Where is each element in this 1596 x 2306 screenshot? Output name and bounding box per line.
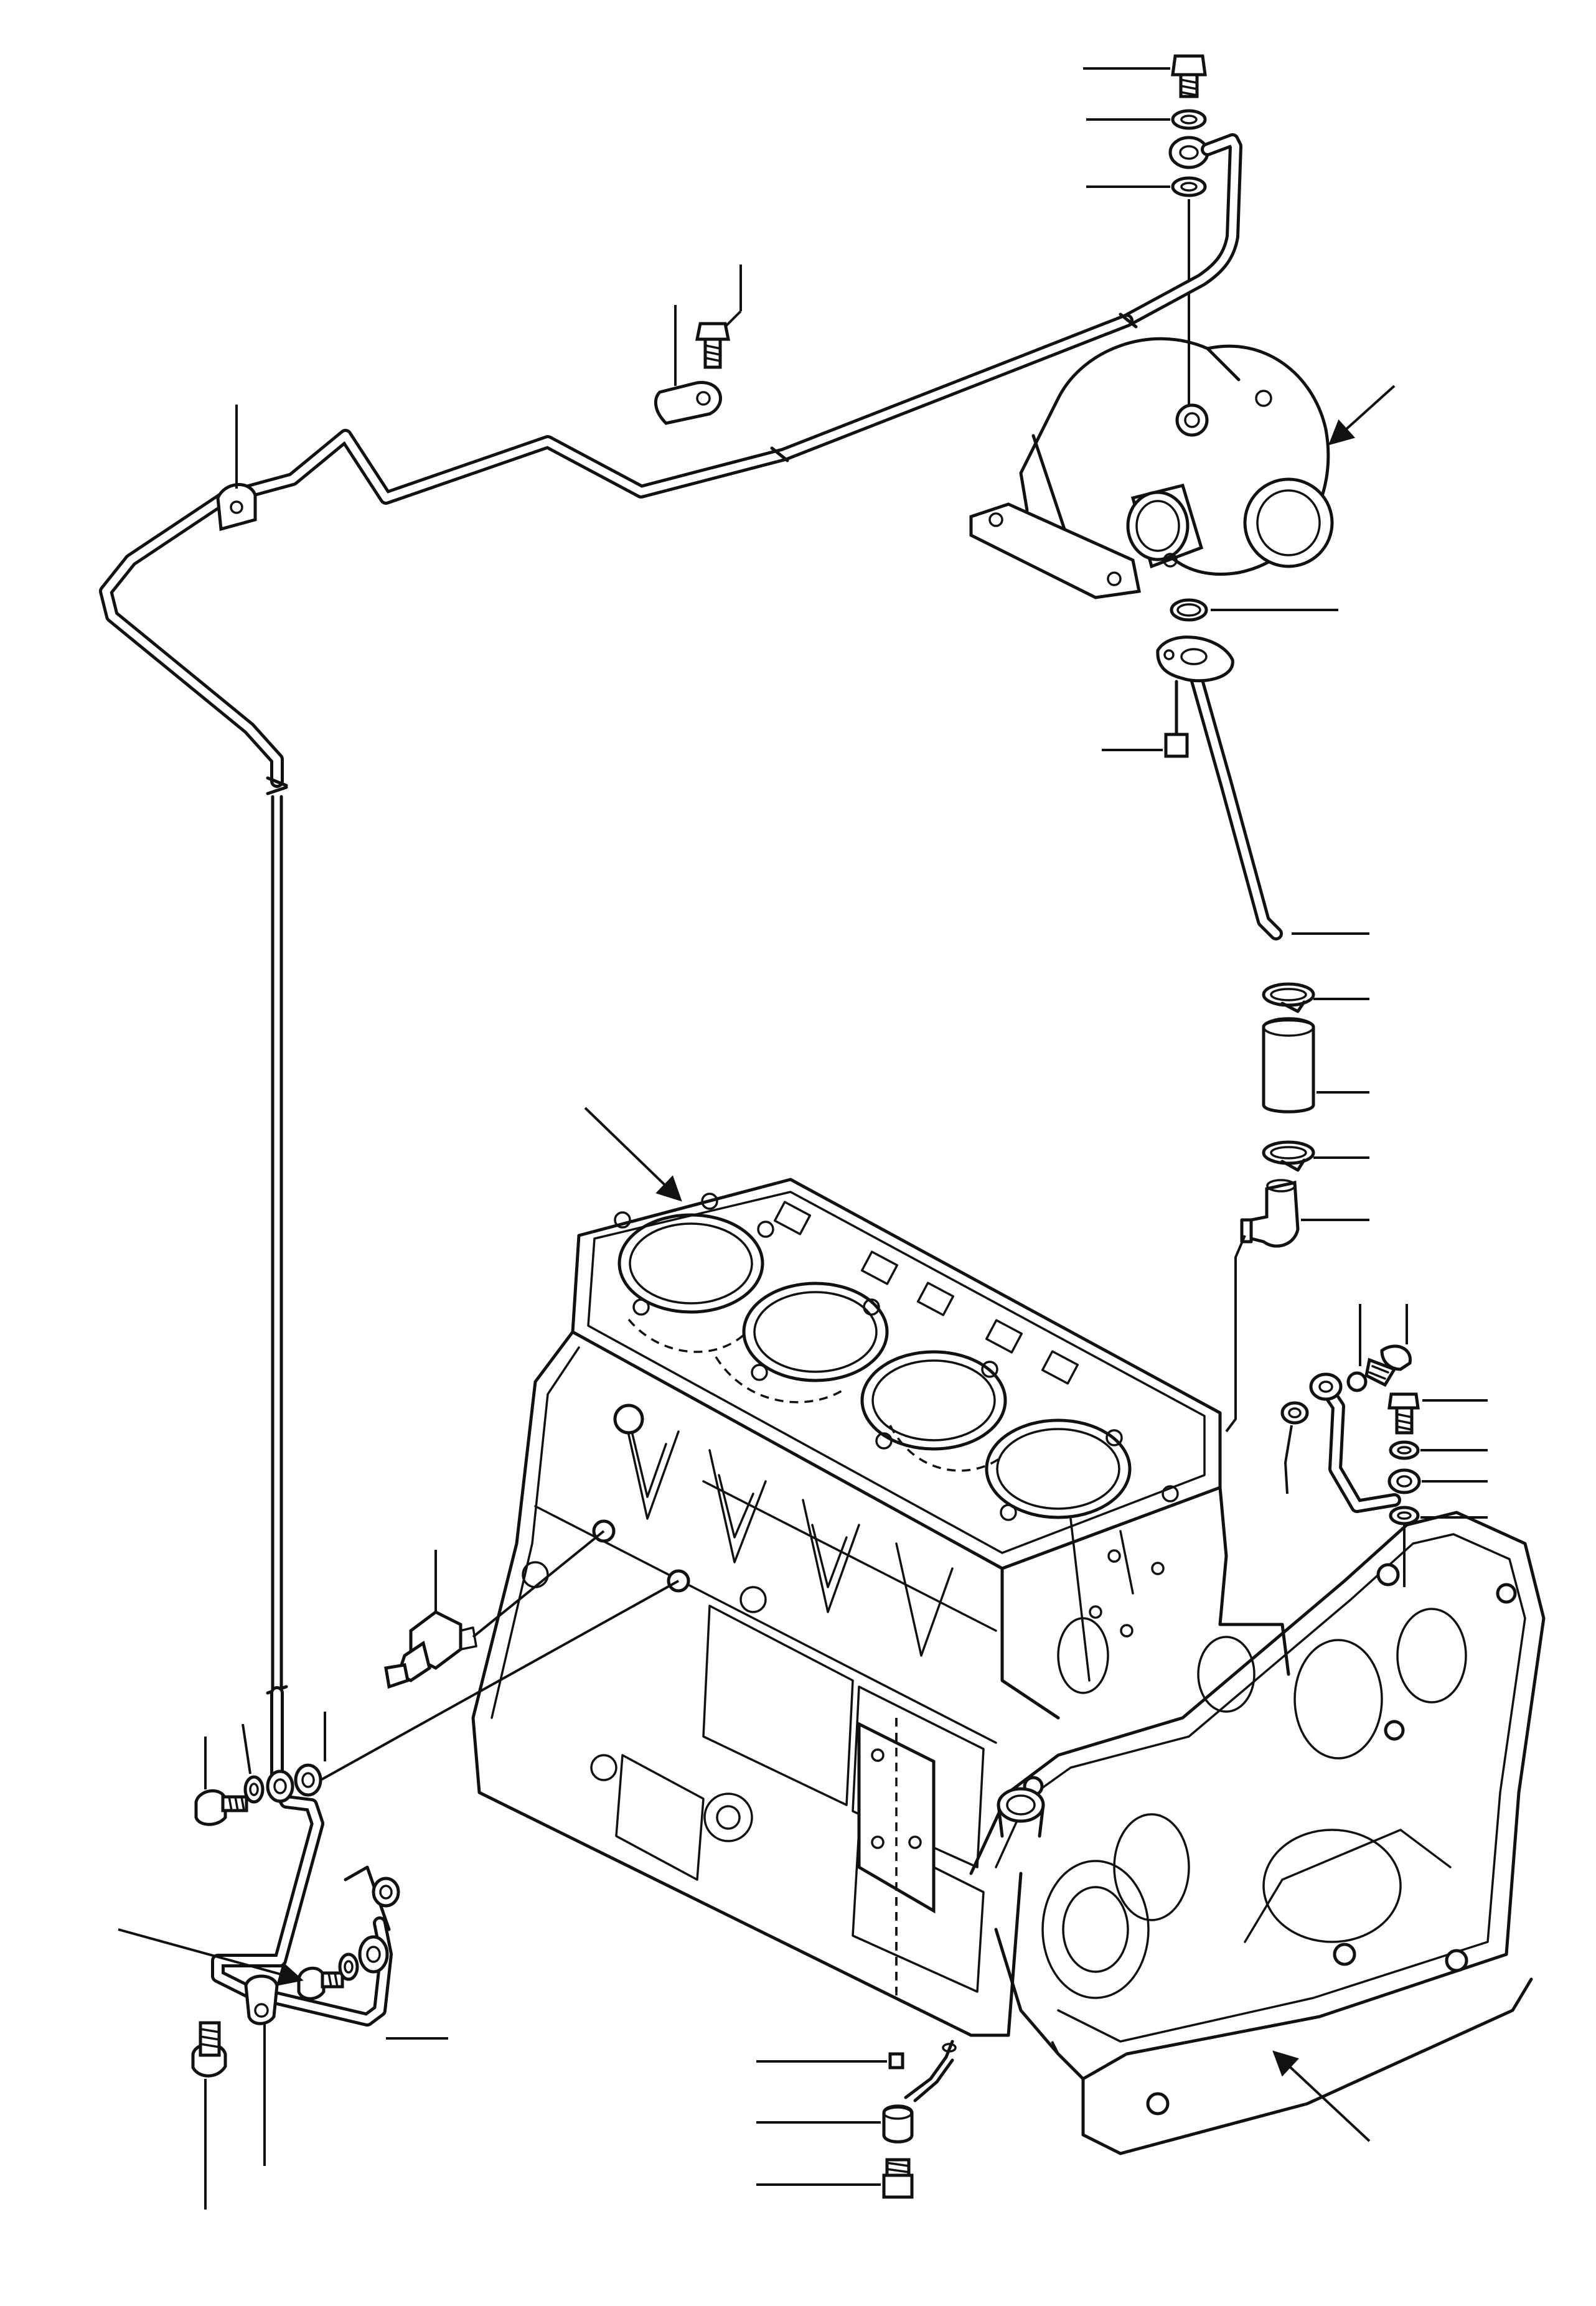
- lower-washer-4: [372, 1877, 400, 1908]
- pipe-clip-lower: [244, 1974, 279, 2166]
- hose-clamp-lower: [1262, 1140, 1369, 1172]
- lower-bolt-2: [297, 1966, 344, 2000]
- outlet-gasket-ring: [1170, 598, 1208, 622]
- gear-case-callout-arrow: [1272, 2050, 1371, 2142]
- block-callout-arrow: [584, 1107, 682, 1202]
- clip-bolt-upper: [695, 265, 742, 369]
- sealing-washer-top-1: [1086, 109, 1207, 130]
- lower-washer-3: [338, 1952, 359, 1981]
- gear-case: [969, 1511, 1546, 2155]
- cylinder-bore-1: [617, 1213, 764, 1314]
- deck-holes: [614, 1193, 1179, 1521]
- drain-bolt: [756, 2158, 914, 2199]
- lower-washer-2: [294, 1580, 679, 1797]
- turbocharger-callout-arrow: [1328, 385, 1396, 446]
- oil-feed-pipe: [99, 133, 1242, 788]
- hose-clamp-upper: [1262, 982, 1369, 1013]
- lower-oil-line: [211, 1686, 393, 2027]
- pipe-clip-upper: [654, 305, 722, 425]
- turbocharger: [969, 337, 1334, 599]
- cylinder-bore-2: [742, 1282, 889, 1382]
- oil-pressure-switch: [384, 1550, 477, 1689]
- drain-bracket: [857, 1718, 936, 1992]
- cylinder-bore-4: [985, 1418, 1132, 1519]
- rubber-hose: [1262, 1017, 1369, 1113]
- side-oil-line: [1309, 1372, 1401, 1513]
- side-banjo: [1387, 1468, 1488, 1494]
- gear-case-bolt-leader: [1051, 2041, 1059, 2055]
- drain-spring-pin: [756, 2052, 904, 2069]
- side-bolt-upper: [1346, 1304, 1412, 1392]
- cylinder-bore-3: [860, 1350, 1007, 1451]
- side-washer: [1280, 1401, 1309, 1494]
- elbow-connector: [1240, 1179, 1369, 1248]
- switch-to-block-leader: [472, 1530, 605, 1638]
- lower-washer-1: [242, 1723, 265, 1804]
- clip-bolt-lower: [191, 2021, 227, 2210]
- lower-banjo-bolt: [194, 1737, 248, 1826]
- flange-bolt: [1102, 680, 1189, 758]
- side-bolt-lower: [1387, 1392, 1488, 1435]
- lower-bolt-callout-arrow: [118, 1928, 304, 1986]
- drain-plug-body: [756, 2040, 957, 2144]
- sealing-washer-top-2: [1086, 176, 1207, 197]
- side-washer-3: [1389, 1506, 1488, 1587]
- cylinder-block: [471, 1178, 1290, 2037]
- oil-feed-pipe-break-lines: [266, 785, 288, 1695]
- banjo-bolt-top: [1083, 54, 1207, 98]
- lower-banjo: [266, 1769, 294, 1803]
- lower-banjo-2: [358, 1935, 389, 1974]
- pipe-clip-left: [216, 405, 257, 532]
- side-washer-2: [1389, 1440, 1488, 1460]
- oil-return-pipe: [1156, 635, 1283, 940]
